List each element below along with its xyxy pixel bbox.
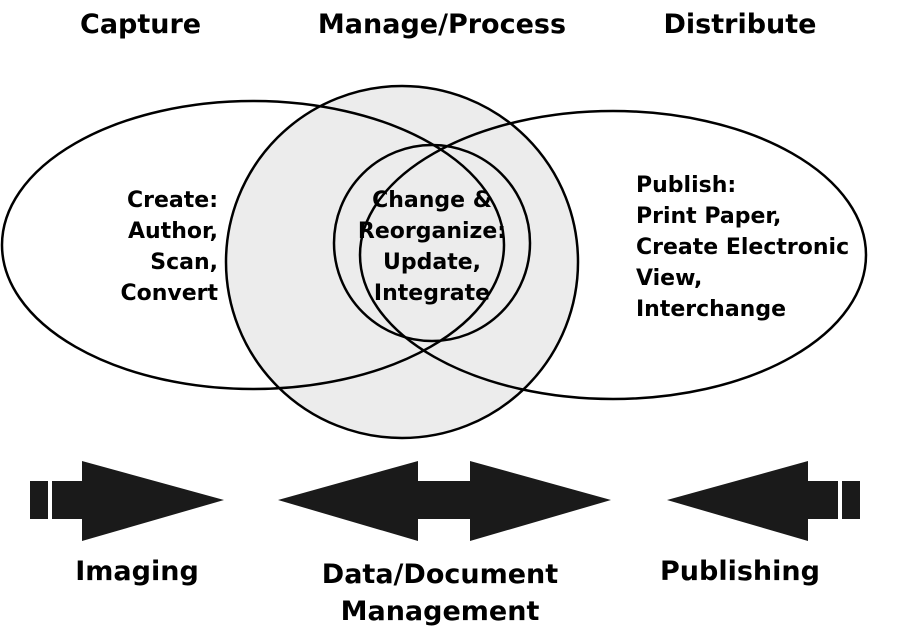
manage-process-header: Manage/Process bbox=[317, 9, 567, 40]
change-text-block: Change & Reorganize: Update, Integrate bbox=[352, 185, 512, 309]
management-line: Management bbox=[340, 596, 540, 627]
distribute-ellipse bbox=[358, 109, 868, 401]
create-text-block: Create: Author, Scan, Convert bbox=[90, 185, 218, 309]
create-title: Create: bbox=[127, 188, 218, 213]
change-line: Update, bbox=[382, 250, 481, 275]
data-document-line: Data/Document bbox=[321, 559, 559, 590]
imaging-arrow bbox=[30, 461, 224, 541]
data-document-management-label: Data/Document Management bbox=[300, 556, 580, 630]
change-line: Change & bbox=[372, 188, 492, 213]
publish-line: View, bbox=[636, 266, 703, 291]
capture-ellipse bbox=[0, 99, 506, 391]
management-arrow-left bbox=[278, 461, 470, 541]
distribute-header: Distribute bbox=[663, 9, 817, 40]
publish-line: Create Electronic bbox=[636, 235, 850, 260]
publish-line: Print Paper, bbox=[636, 204, 782, 229]
create-line: Scan, bbox=[150, 250, 218, 275]
publishing-arrow bbox=[667, 461, 860, 541]
imaging-label: Imaging bbox=[75, 556, 199, 587]
management-arrow-right bbox=[470, 461, 611, 541]
capture-header: Capture bbox=[80, 9, 202, 40]
publish-text-block: Publish: Print Paper, Create Electronic … bbox=[636, 170, 866, 325]
change-line: Integrate bbox=[373, 281, 491, 306]
manage-process-circle bbox=[224, 84, 580, 440]
create-line: Author, bbox=[128, 219, 218, 244]
change-line: Reorganize: bbox=[357, 219, 507, 244]
create-line: Convert bbox=[120, 281, 218, 306]
publish-line: Interchange bbox=[636, 297, 787, 322]
publishing-label: Publishing bbox=[660, 556, 820, 587]
integrate-circle bbox=[332, 143, 532, 343]
publish-title: Publish: bbox=[636, 173, 737, 198]
